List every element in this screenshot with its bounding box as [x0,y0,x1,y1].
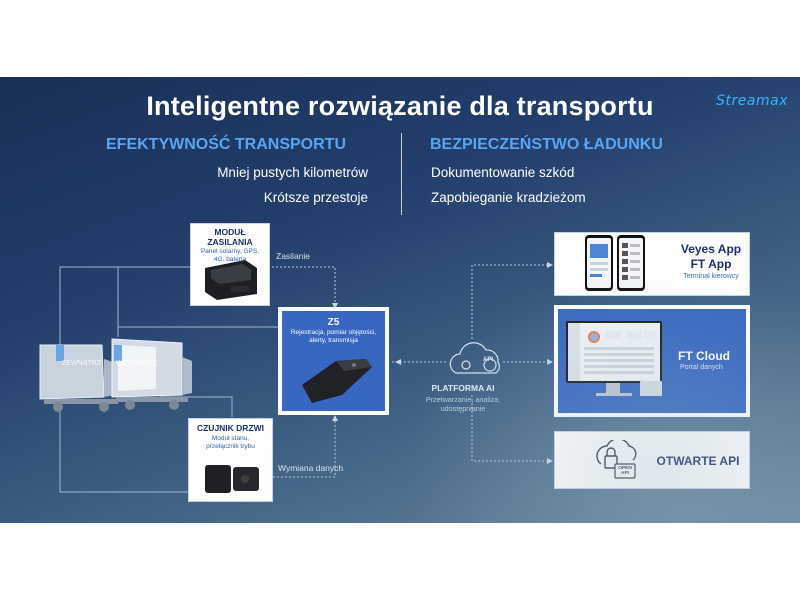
solar-panel-device-icon [205,260,257,300]
ft-cloud-subtitle: Portal danych [680,364,723,371]
open-api-icon-text: OPEN API [618,466,632,477]
inside-label: WEWNĄTRZ [116,360,158,367]
veyes-app-title: Veyes App [680,242,742,256]
apps-card: Veyes App FT App Terminal kierowcy [554,232,750,296]
ai-platform-subtitle: Przetwarzanie, analiza, udostępnianie [425,395,501,413]
door-sensor-card: CZUJNIK DRZWI Moduł stanu, przełącznik t… [188,418,273,502]
truck-inside-icon [111,338,192,410]
power-connection-label: Zasilanie [276,251,311,261]
ft-cloud-card: FT Cloud Portal danych [554,305,750,417]
monitor-dashboard-icon [566,321,662,396]
phones-icon [585,235,645,291]
power-module-subtitle: Panel solarny, GPS, 4G, bateria [200,248,260,263]
door-sensor-device-icon [205,465,259,493]
slide-title: Inteligentne rozwiązanie dla transportu [146,91,654,121]
power-module-title: MODUŁ ZASILANIA [207,227,253,247]
ai-platform-cloud-icon [449,342,500,374]
apps-subtitle: Terminal kierowcy [683,273,739,280]
connection-lines [39,262,553,493]
power-module-card: MODUŁ ZASILANIA Panel solarny, GPS, 4G, … [190,223,270,306]
open-api-title: OTWARTE API [656,454,740,468]
data-exchange-label: Wymiana danych [278,463,344,473]
ai-platform-title: PLATFORMA AI [431,383,495,393]
outside-label: ZEWNĄTRZ [62,360,101,367]
section-divider [401,133,402,215]
efficiency-bullet-2: Krótsze przestoje [263,190,368,205]
security-bullet-2: Zapobieganie kradzieżom [431,190,586,205]
z5-device-icon [302,359,372,403]
open-api-card: OPEN API OTWARTE API [554,431,750,489]
door-sensor-title: CZUJNIK DRZWI [196,423,265,433]
api-badge: API [483,357,494,363]
truck-outside-icon [39,344,118,412]
open-api-lock-icon [596,440,637,479]
streamax-logo: Streamax [716,93,788,109]
security-bullet-1: Dokumentowanie szkód [431,165,575,180]
security-heading: BEZPIECZEŃSTWO ŁADUNKU [430,136,663,153]
ft-app-title: FT App [690,257,732,271]
slide-background: Inteligentne rozwiązanie dla transportu … [0,77,800,523]
z5-title: Z5 [327,317,340,328]
efficiency-heading: EFEKTYWNOŚĆ TRANSPORTU [106,136,346,153]
z5-subtitle: Rejestracja, pomiar objętości, alerty, t… [290,329,377,345]
ft-cloud-title: FT Cloud [678,349,730,363]
z5-card: Z5 Rejestracja, pomiar objętości, alerty… [278,307,389,415]
door-sensor-subtitle: Moduł stanu, przełącznik trybu [206,435,255,450]
efficiency-bullet-1: Mniej pustych kilometrów [217,165,368,180]
